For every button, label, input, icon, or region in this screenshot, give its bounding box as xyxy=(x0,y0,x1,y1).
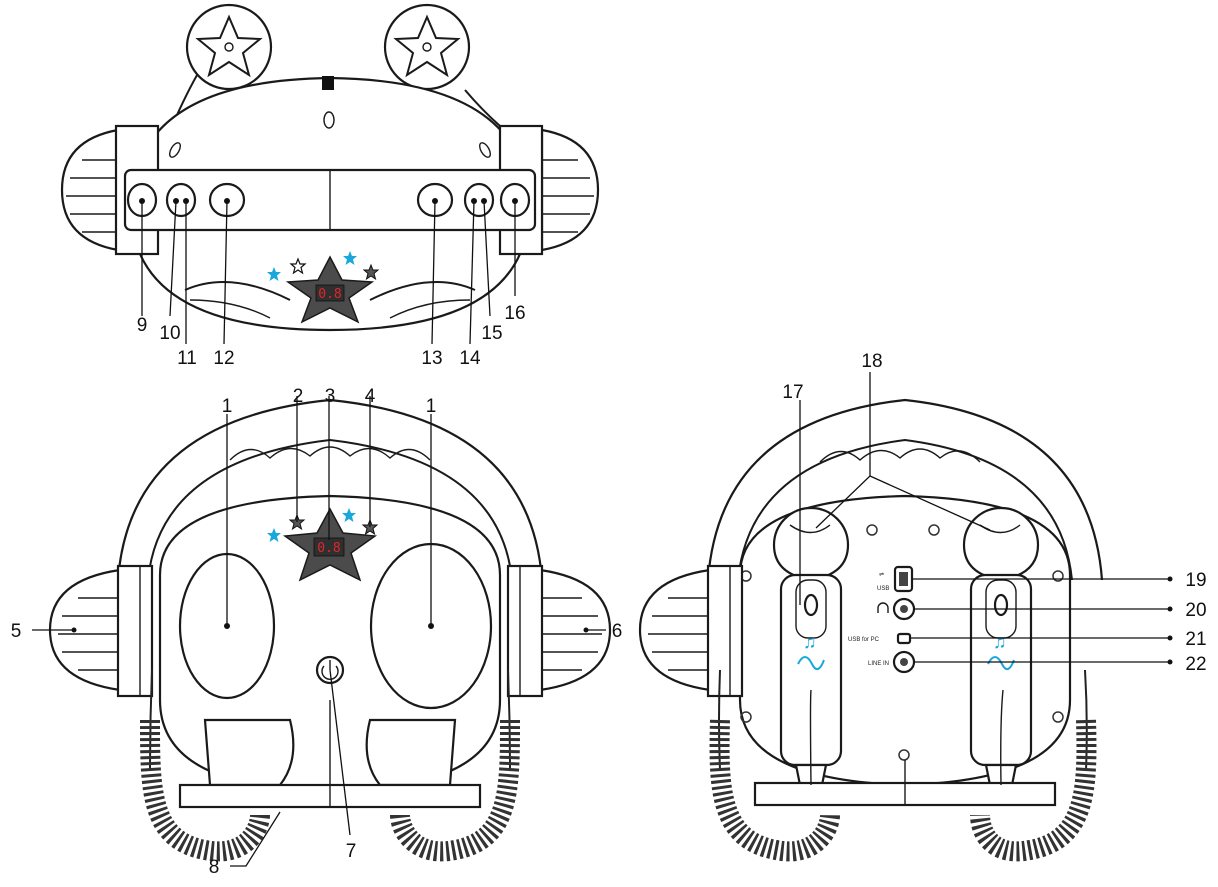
button-14-15[interactable] xyxy=(463,182,495,218)
callout-12: 12 xyxy=(213,348,234,369)
callout-4: 4 xyxy=(365,386,376,407)
callout-19: 19 xyxy=(1185,570,1206,591)
callout-20: 20 xyxy=(1185,600,1206,621)
callout-9: 9 xyxy=(137,315,148,336)
callout-17: 17 xyxy=(782,382,803,403)
top-view: 0.8 9 10 11 12 13 14 15 16 xyxy=(60,3,600,369)
line-in-label: LINE IN xyxy=(868,661,889,667)
callout-15: 15 xyxy=(481,323,502,344)
usb-pc-port[interactable] xyxy=(896,632,912,645)
usb-pc-label: USB for PC xyxy=(848,637,880,643)
headphone-icon xyxy=(877,602,889,613)
ports-panel: ⇌ USB USB for PC LINE IN xyxy=(848,565,916,674)
callout-22: 22 xyxy=(1185,654,1206,675)
callout-11: 11 xyxy=(177,348,197,369)
callout-10: 10 xyxy=(159,323,180,344)
front-left-ear xyxy=(48,564,154,698)
callout-5: 5 xyxy=(11,621,22,642)
callout-7: 7 xyxy=(346,841,357,862)
microphone-right: ♫ xyxy=(962,506,1040,787)
callout-21: 21 xyxy=(1185,629,1206,650)
callout-3: 3 xyxy=(325,386,336,407)
callout-18: 18 xyxy=(861,351,882,372)
top-switch xyxy=(322,76,334,90)
music-note-icon: ♫ xyxy=(803,632,817,652)
button-10-11[interactable] xyxy=(165,182,197,218)
callout-6: 6 xyxy=(612,621,623,642)
front-right-ear xyxy=(506,564,612,698)
left-star-antenna xyxy=(171,3,273,127)
usb-icon: ⇌ xyxy=(879,571,884,578)
callout-13: 13 xyxy=(421,348,442,369)
callout-8: 8 xyxy=(209,857,220,878)
power-icon xyxy=(321,665,339,680)
callout-1-left: 1 xyxy=(222,396,233,417)
callout-1-right: 1 xyxy=(426,396,437,417)
back-left-ear xyxy=(638,564,744,698)
callout-14: 14 xyxy=(459,348,481,369)
top-display-value: 0.8 xyxy=(318,287,341,302)
front-view: 0.8 xyxy=(11,386,623,878)
front-display-value: 0.8 xyxy=(317,541,340,556)
callout-16: 16 xyxy=(504,303,525,324)
usb-label: USB xyxy=(877,586,889,592)
music-note-icon: ♫ xyxy=(993,632,1007,652)
back-view: ♫ ♫ ⇌ USB USB for PC L xyxy=(638,351,1207,862)
callout-2: 2 xyxy=(293,386,304,407)
